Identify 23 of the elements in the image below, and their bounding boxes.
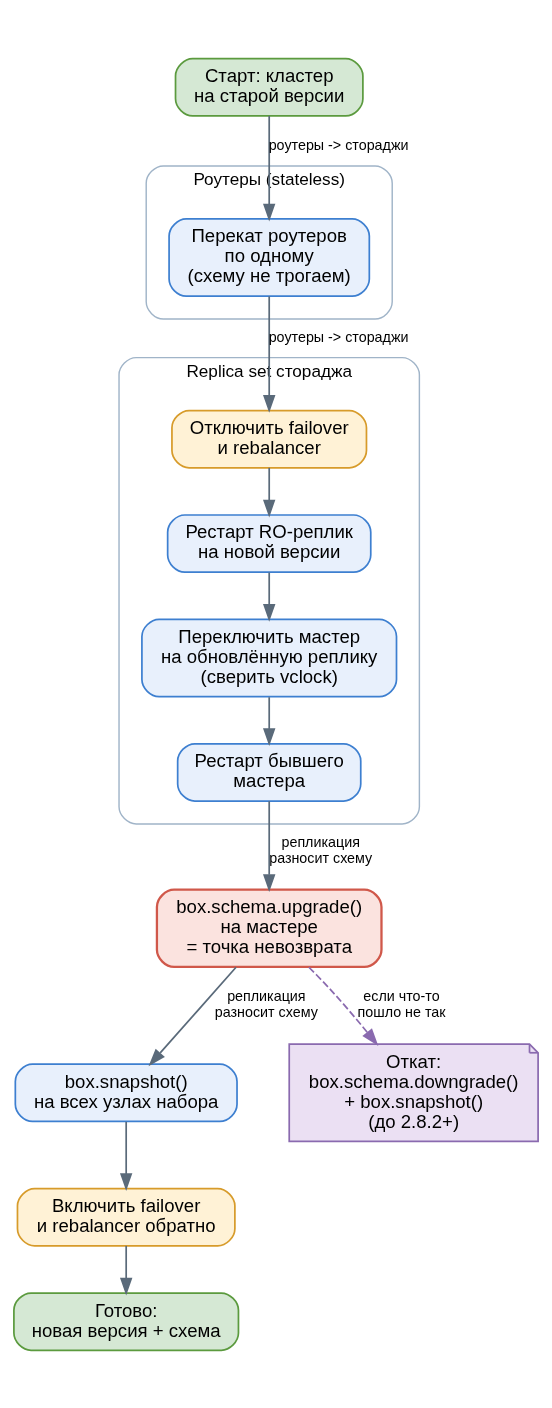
node-box: Отключить failover и rebalancer	[171, 409, 368, 469]
node-box: Рестарт бывшего мастера	[176, 742, 362, 802]
node-box: Рестарт RO-реплик на новой версии	[166, 513, 372, 573]
arrow	[263, 571, 276, 622]
arrow	[263, 799, 276, 892]
node-box: box.snapshot() на всех узлах набора	[14, 1062, 238, 1122]
arrow	[263, 695, 276, 746]
node-box: Старт: кластер на старой версии	[174, 57, 364, 117]
arrow	[119, 1244, 133, 1296]
edge-label: репликация разносит схему	[214, 987, 318, 1020]
arrow	[263, 295, 276, 413]
node-box: Готово: новая версия + схема	[13, 1291, 240, 1351]
arrow	[119, 1120, 133, 1191]
arrow	[148, 965, 237, 1066]
node-box: box.schema.upgrade() на мастере = точка невозврата	[155, 888, 383, 968]
arrow	[263, 114, 276, 221]
arrow	[263, 466, 276, 517]
edge-label: если что-то пошло не так	[357, 987, 446, 1020]
node-box: Перекат роутеров по одному (схему не трогаем)	[168, 217, 371, 297]
arrow	[308, 965, 379, 1046]
node-box: Переключить мастер на обновлённую реплику (сверить vclock)	[141, 618, 398, 697]
node-box: Включить failover и rebalancer обратно	[16, 1187, 236, 1247]
edge-label: репликация разносит схему	[269, 833, 373, 866]
